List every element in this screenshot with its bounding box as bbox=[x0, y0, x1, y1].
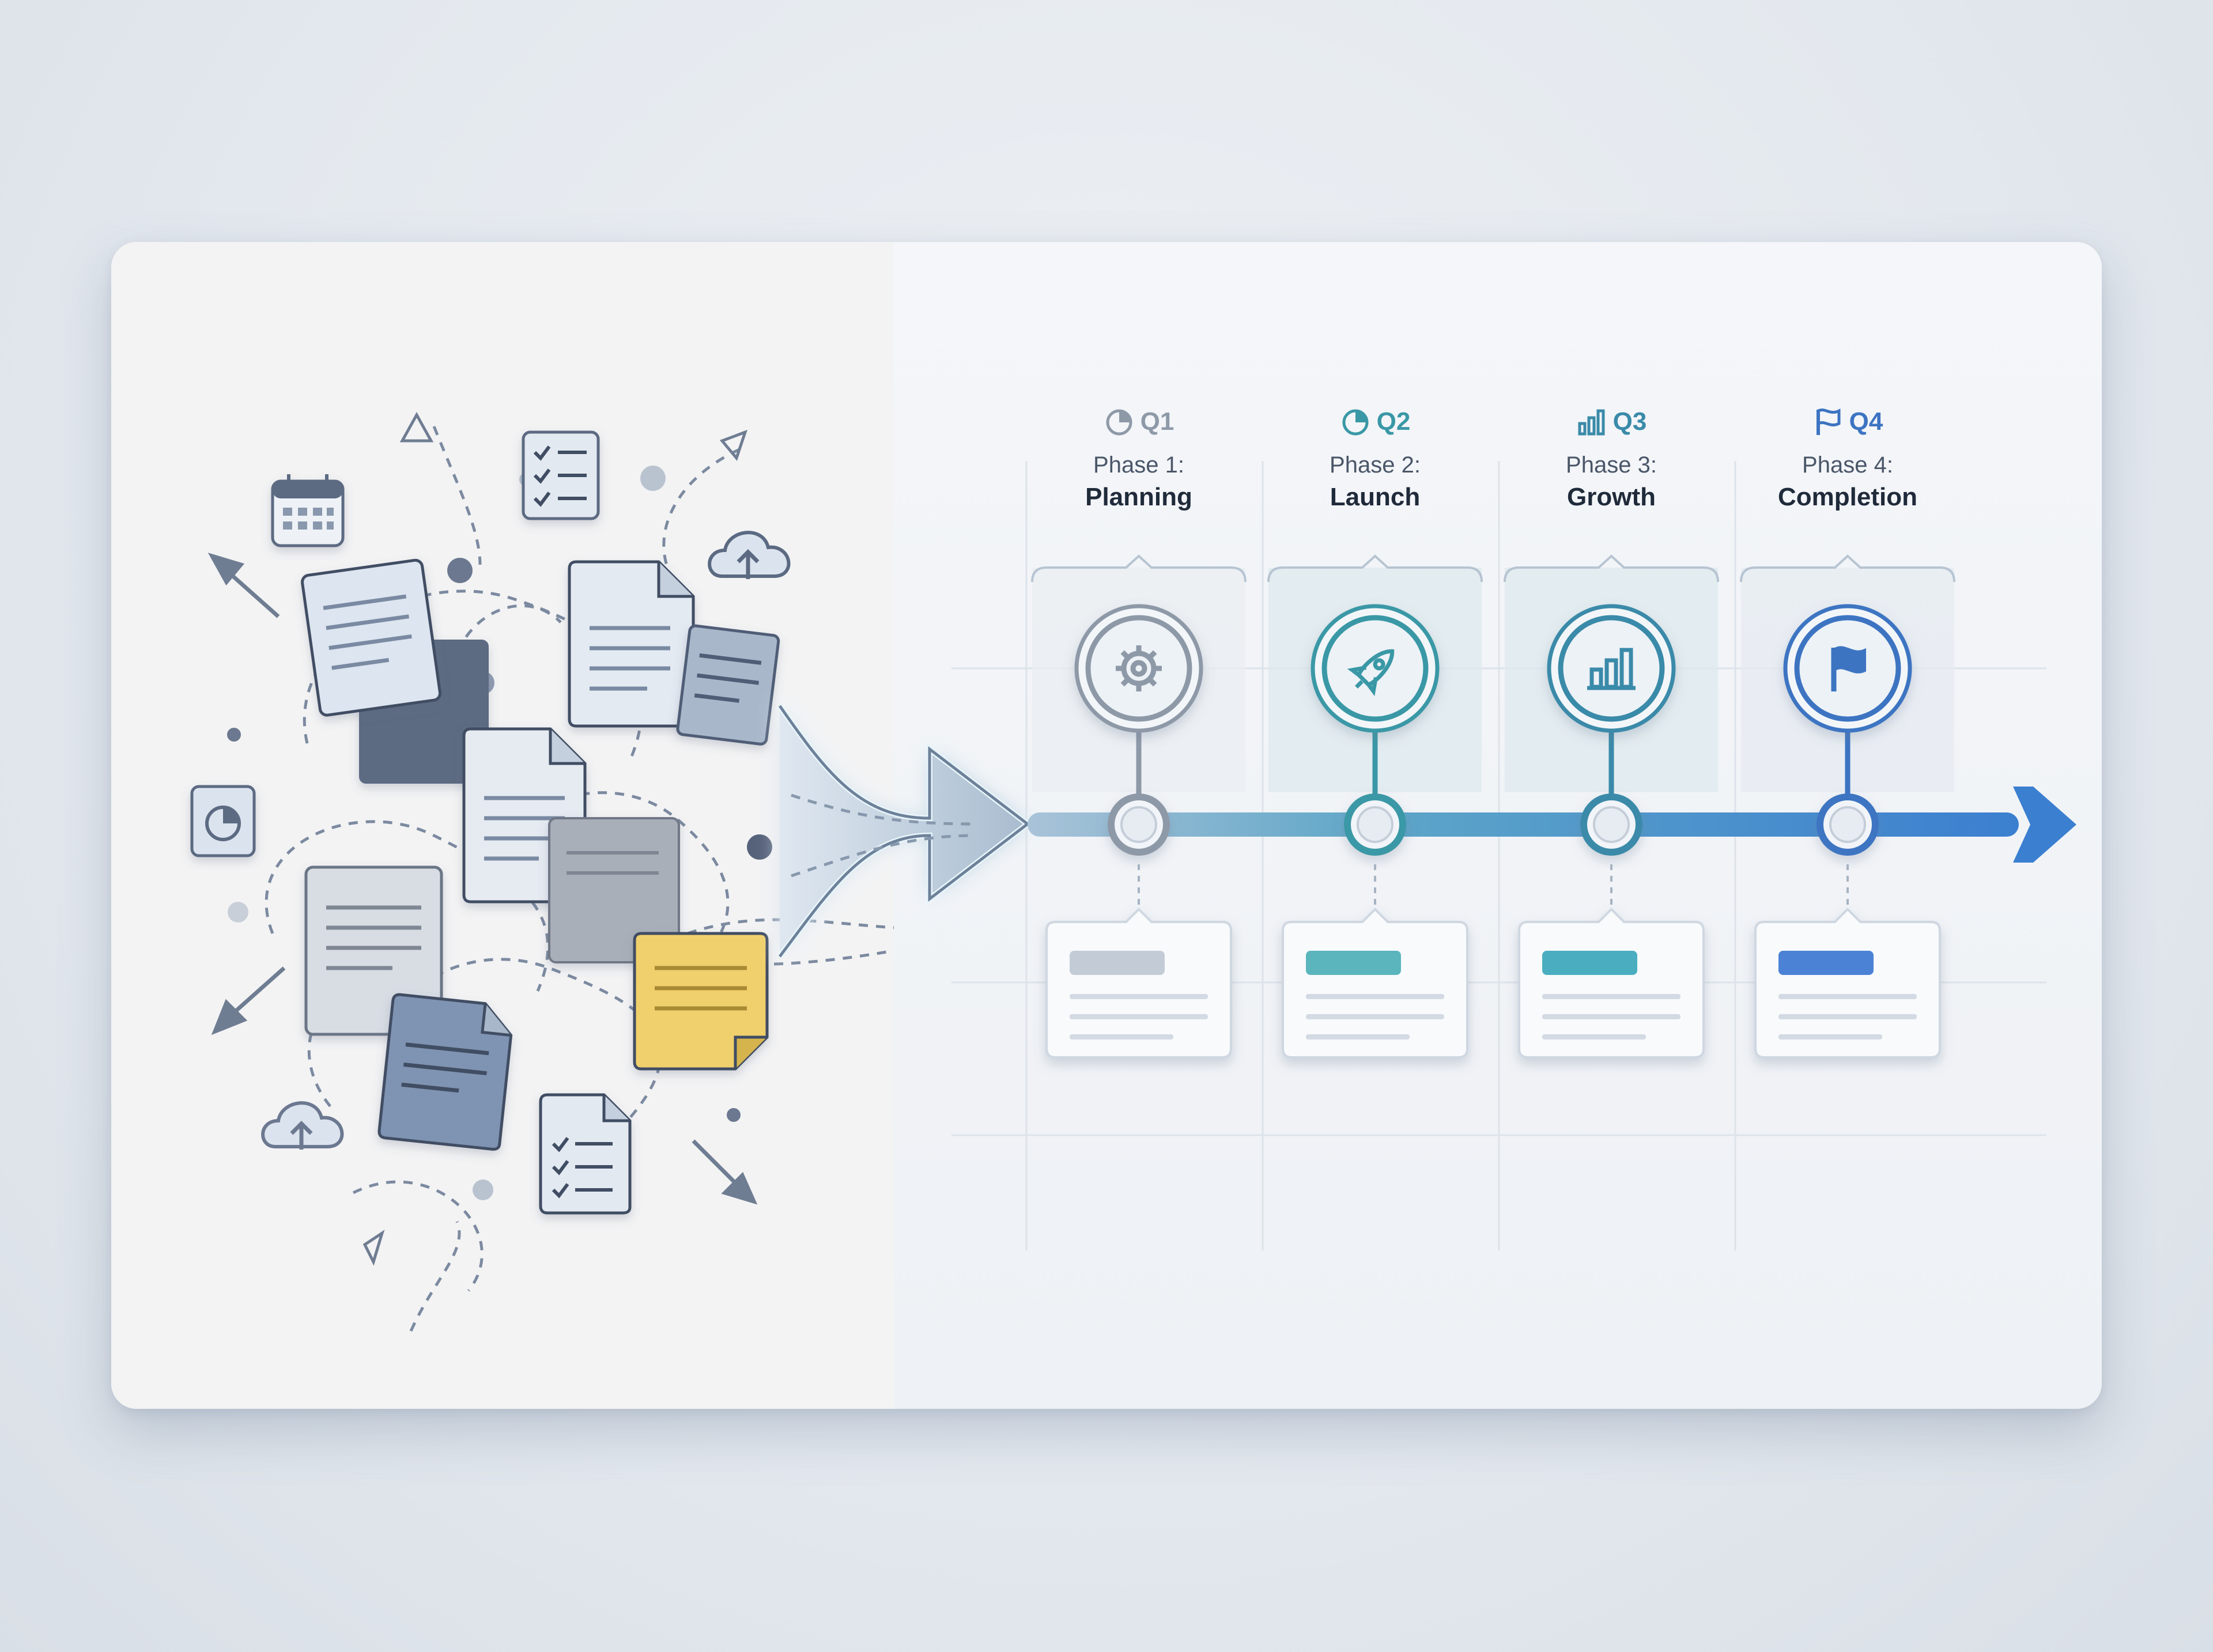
transition-arrow bbox=[777, 704, 2076, 958]
phase-number: Phase 3: bbox=[1566, 452, 1657, 478]
phase-column-3 bbox=[1504, 554, 1719, 1059]
scattered-documents-illustration bbox=[190, 411, 894, 1332]
phase-column-2 bbox=[1267, 554, 1483, 1059]
phase-detail-card bbox=[1754, 908, 1941, 1059]
quarter-label: Q4 bbox=[1849, 407, 1883, 436]
bar-chart-icon bbox=[1587, 648, 1636, 690]
sticky-note bbox=[633, 932, 769, 1071]
checklist-icon bbox=[539, 1093, 632, 1215]
card-tag-bar bbox=[1778, 951, 1874, 975]
checklist-icon bbox=[522, 430, 600, 520]
bar-chart-icon bbox=[1576, 406, 1607, 437]
phase-name: Launch bbox=[1330, 483, 1421, 511]
card-tag-bar bbox=[1070, 951, 1165, 975]
pie-chart-document-icon bbox=[190, 785, 256, 857]
flag-icon bbox=[1812, 406, 1844, 437]
quarter-label: Q3 bbox=[1612, 407, 1647, 436]
phase-column-4 bbox=[1740, 554, 1955, 1059]
quarter-heading: Q3 bbox=[1490, 406, 1732, 437]
document-icon bbox=[676, 624, 780, 746]
quarter-label: Q2 bbox=[1376, 407, 1411, 436]
phase-number: Phase 1: bbox=[1093, 452, 1184, 478]
card-tag-bar bbox=[1542, 951, 1637, 975]
phase-label-2: Q2 Phase 2: Launch bbox=[1254, 406, 1496, 512]
quarter-heading: Q4 bbox=[1727, 406, 1969, 437]
phase-column-1 bbox=[1031, 554, 1247, 1059]
cloud-upload-icon bbox=[261, 1101, 344, 1150]
phase-number: Phase 4: bbox=[1802, 452, 1893, 478]
quarter-heading: Q2 bbox=[1254, 406, 1496, 437]
rocket-icon bbox=[1347, 649, 1395, 697]
phase-name: Growth bbox=[1567, 483, 1656, 511]
phase-name: Completion bbox=[1778, 483, 1917, 511]
flag-icon bbox=[1831, 646, 1866, 691]
timeline-arrowhead bbox=[2013, 787, 2076, 863]
document-icon bbox=[377, 993, 513, 1151]
phase-detail-card bbox=[1518, 908, 1705, 1059]
quarter-label: Q1 bbox=[1140, 407, 1175, 436]
phase-name: Planning bbox=[1085, 483, 1192, 511]
calendar-icon bbox=[271, 474, 345, 547]
card-tag-bar bbox=[1306, 951, 1401, 975]
quarter-heading: Q1 bbox=[1018, 406, 1260, 437]
document-icon bbox=[304, 865, 443, 1036]
scatter-arrows bbox=[207, 411, 758, 1266]
merge-arrow-outline bbox=[778, 705, 1030, 958]
pie-chart-icon bbox=[1340, 406, 1371, 437]
pie-chart-icon bbox=[1104, 406, 1135, 437]
timeline-line bbox=[1028, 812, 2019, 837]
gear-icon bbox=[1116, 645, 1162, 691]
phase-detail-card bbox=[1282, 908, 1468, 1059]
infographic-card: Q1 Phase 1: Planning Q2 Phase 2: Launch … bbox=[111, 242, 2102, 1409]
phase-label-3: Q3 Phase 3: Growth bbox=[1490, 406, 1732, 512]
phase-label-4: Q4 Phase 4: Completion bbox=[1727, 406, 1969, 512]
phase-number: Phase 2: bbox=[1330, 452, 1421, 478]
milestones-graphic bbox=[1031, 554, 1955, 1059]
document-icon bbox=[301, 558, 442, 717]
phase-label-1: Q1 Phase 1: Planning bbox=[1018, 406, 1260, 512]
chaos-panel bbox=[111, 242, 896, 1409]
document-icon bbox=[568, 560, 695, 728]
grey-note-lines bbox=[567, 851, 659, 875]
phase-detail-card bbox=[1045, 908, 1232, 1059]
cloud-upload-icon bbox=[708, 531, 791, 579]
